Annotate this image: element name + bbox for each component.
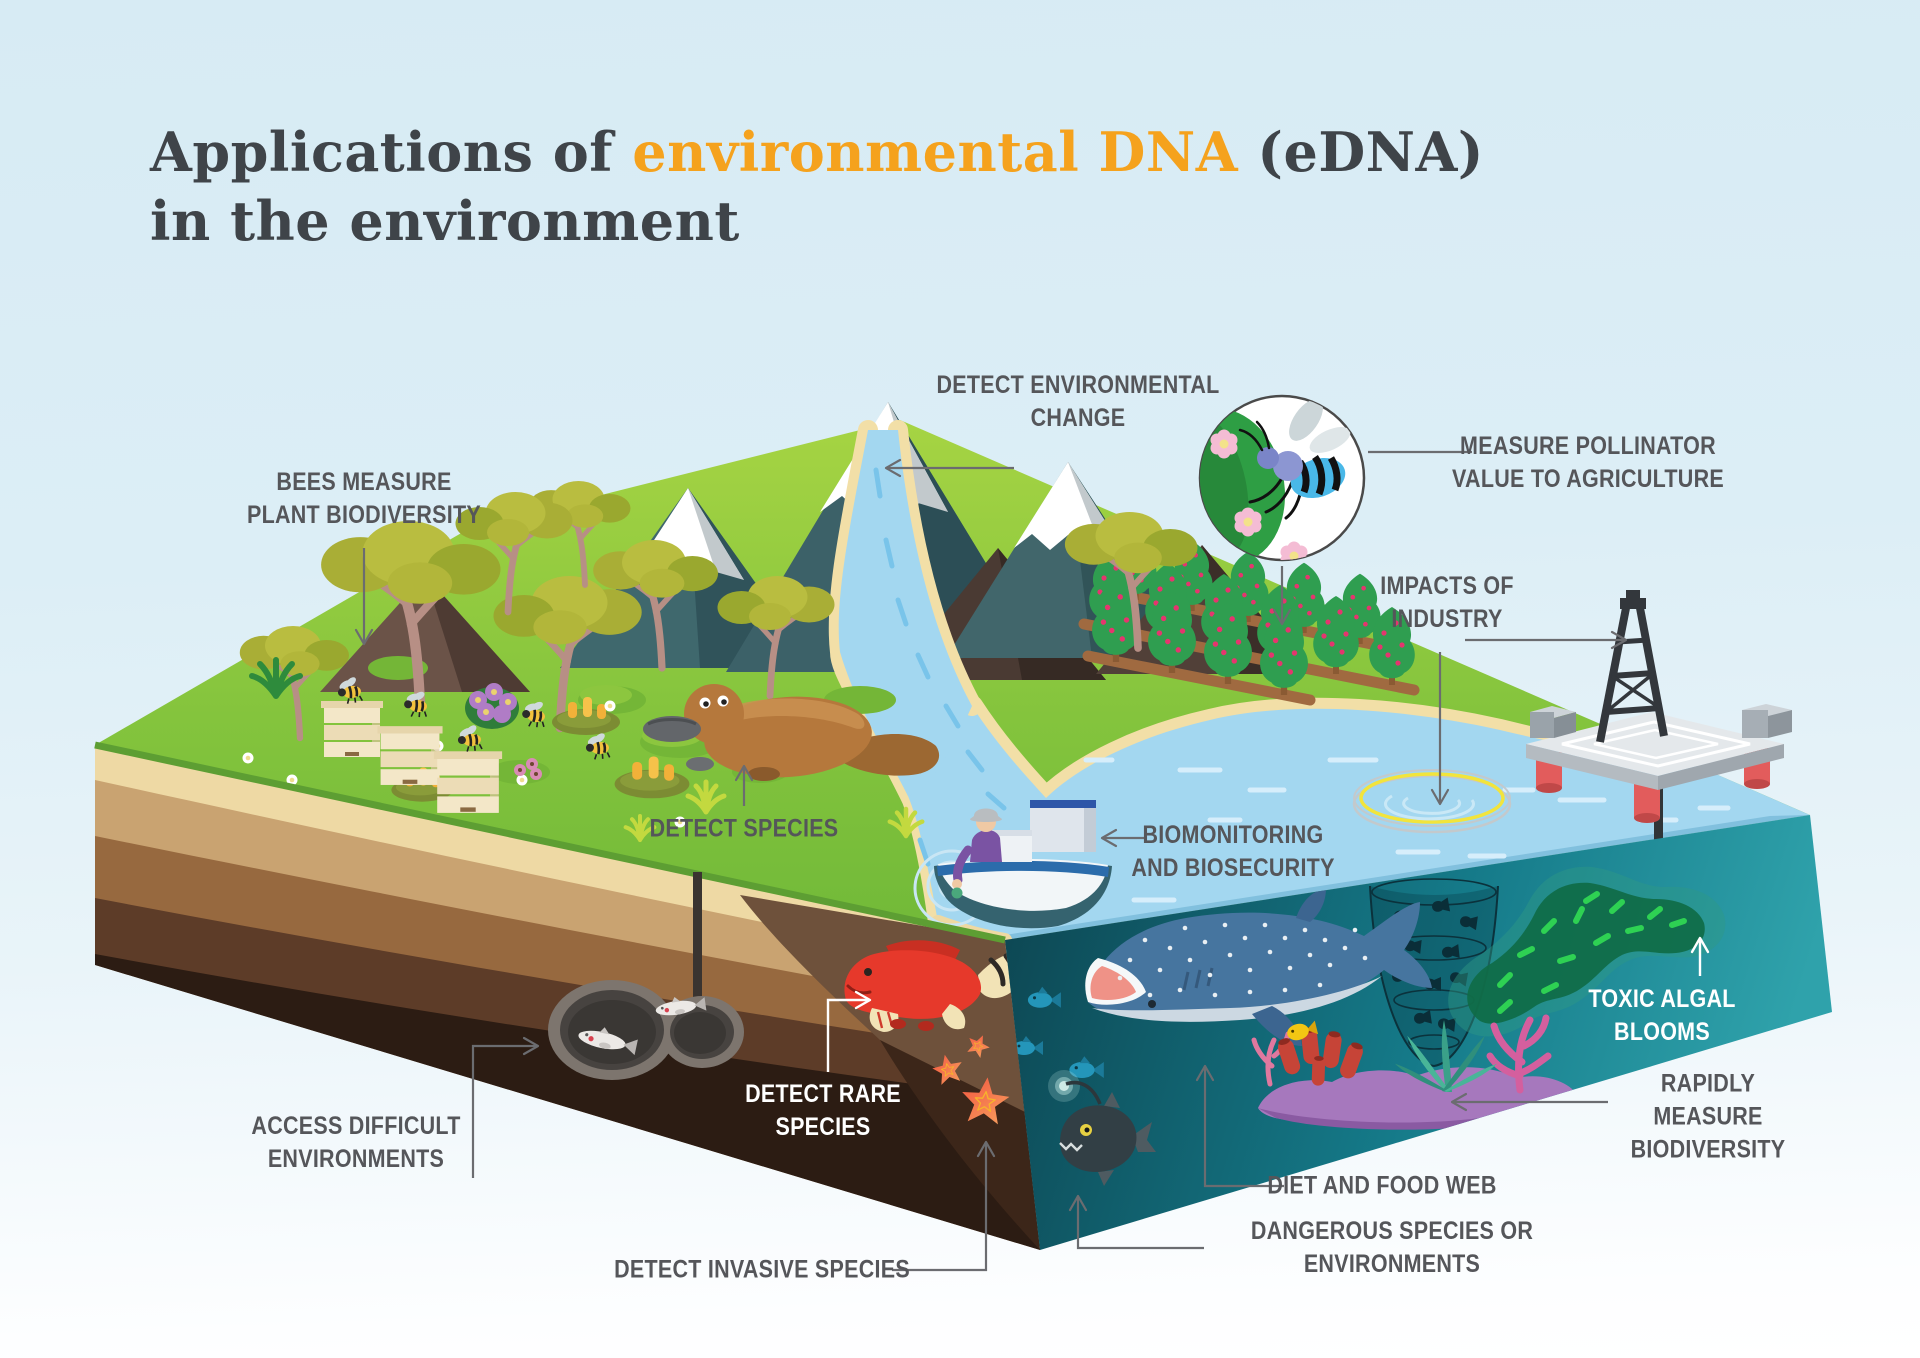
connector-access-difficult-arrow (471, 1036, 540, 1178)
label-detect-species: DETECT SPECIES (649, 814, 839, 843)
pink-daisies (514, 758, 542, 780)
label-toxic-algal-blooms: TOXIC ALGAL BLOOMS (1588, 985, 1736, 1046)
label-measure-pollinator: MEASURE POLLINATOR VALUE TO AGRICULTURE (1452, 432, 1724, 493)
label-dangerous-species: DANGEROUS SPECIES OR ENVIRONMENTS (1250, 1217, 1534, 1278)
title-line-1: Applications of environmental DNA (eDNA) (150, 118, 1484, 187)
label-access-difficult: ACCESS DIFFICULT ENVIRONMENTS (251, 1112, 461, 1173)
connector-detect-rare-arrow (826, 990, 872, 1072)
whale-shark-illustration (1085, 888, 1432, 1046)
yellow-fish (1287, 1020, 1319, 1041)
coral-reef-illustration (1251, 1014, 1578, 1130)
anemone (1395, 1020, 1497, 1092)
title-highlight: environmental DNA (632, 120, 1239, 184)
research-boat-illustration (913, 800, 1112, 929)
algal-bloom-illustration (1448, 866, 1726, 1037)
title-line-2: in the environment (150, 189, 740, 254)
label-bees-measure: BEES MEASURE PLANT BIODIVERSITY (246, 468, 482, 529)
label-rapidly-measure: RAPIDLY MEASURE BIODIVERSITY (1630, 1069, 1786, 1164)
connector-dangerous-species-arrow (1068, 1194, 1204, 1250)
label-diet-and-food-web: DIET AND FOOD WEB (1267, 1171, 1497, 1200)
underwater-face (1005, 815, 1832, 1250)
connector-diet-food-web-arrow (1195, 1064, 1284, 1188)
anglerfish-illustration (1048, 1070, 1156, 1186)
connector-arrows (354, 450, 1710, 1272)
label-detect-environmental-change: DETECT ENVIRONMENTAL CHANGE (936, 371, 1220, 432)
soil-cross-section (94, 741, 1040, 1250)
label-detect-rare-species: DETECT RARE SPECIES (745, 1080, 901, 1141)
sea-surface-details (1063, 757, 1731, 903)
river-current-dashes (873, 467, 1007, 867)
bee-inset-circle (1198, 394, 1366, 562)
grass-edge (94, 741, 1006, 944)
scientist-figure (951, 808, 1002, 899)
connector-detect-invasive-arrow (892, 1140, 996, 1272)
branching-coral (1486, 1014, 1552, 1094)
purple-flower-bush (465, 683, 519, 729)
bee-large (1238, 399, 1351, 520)
title-suffix: (eDNA) (1238, 120, 1484, 184)
label-impacts-of-industry: IMPACTS OF INDUSTRY (1380, 572, 1514, 633)
label-detect-invasive-species: DETECT INVASIVE SPECIES (614, 1255, 910, 1284)
page-title: Applications of environmental DNA (eDNA)… (150, 118, 1484, 256)
fish-pen-illustration (1352, 769, 1512, 834)
label-biomonitoring: BIOMONITORING AND BIOSECURITY (1131, 821, 1335, 882)
platypus-illustration (643, 684, 940, 781)
oil-rig-illustration (1526, 590, 1792, 981)
title-prefix: Applications of (150, 120, 633, 184)
borehole (693, 872, 702, 1002)
whale-shark-spots (1117, 922, 1368, 998)
